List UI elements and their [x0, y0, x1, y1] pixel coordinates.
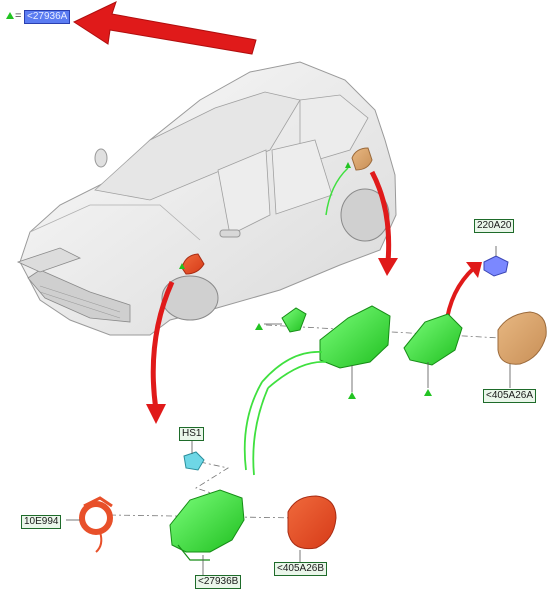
- green-triangle-icon: [6, 12, 14, 19]
- fuel-filler-housing-upper: [243, 305, 511, 476]
- callout-27936B[interactable]: <27936B: [195, 575, 242, 589]
- callout-220A20[interactable]: 220A20: [474, 219, 515, 233]
- red-arrow-icon: [146, 280, 175, 424]
- highlighted-part-label[interactable]: <27936A: [24, 10, 71, 24]
- red-arrow-icon: [369, 170, 398, 276]
- fastener-bolt: [483, 246, 509, 277]
- hose-clip: [183, 440, 205, 471]
- seal-ring: [66, 496, 113, 553]
- callout-HS1[interactable]: HS1: [179, 427, 205, 441]
- red-arrow-icon: [72, 1, 257, 55]
- green-triangle-icon: [424, 389, 432, 396]
- callout-405A26A[interactable]: <405A26A: [483, 389, 536, 403]
- red-arrow-icon: [444, 262, 482, 327]
- legend-equals: =: [15, 10, 22, 22]
- fuel-door-red: [287, 495, 337, 562]
- callout-10E994[interactable]: 10E994: [21, 515, 62, 529]
- green-triangle-icon: [179, 263, 185, 269]
- fuel-filler-housing-lower: [169, 489, 245, 575]
- green-triangle-icon: [345, 162, 351, 168]
- fuel-door-tan: [497, 311, 547, 365]
- green-triangle-icon: [348, 392, 356, 399]
- green-triangle-icon: [255, 323, 263, 330]
- callout-405A26B[interactable]: <405A26B: [274, 562, 327, 576]
- vehicle-illustration: [16, 61, 397, 336]
